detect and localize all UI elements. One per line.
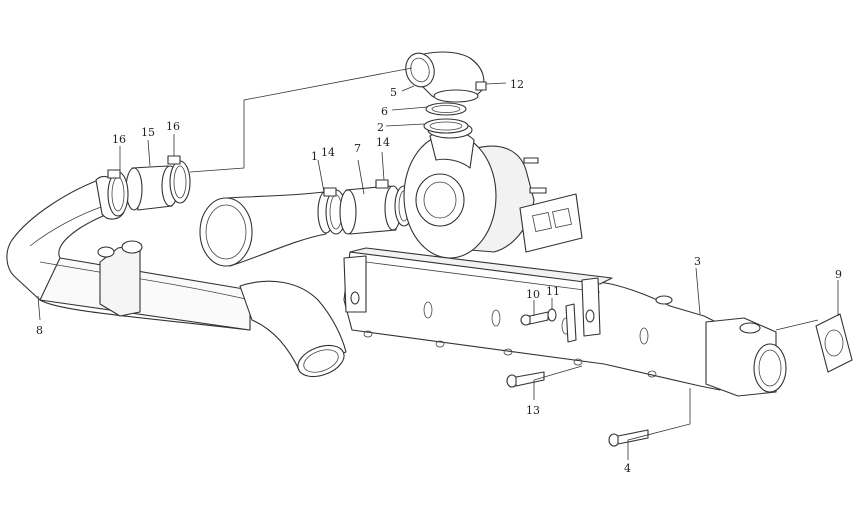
stud-plate: [565, 303, 577, 343]
turbocharger: [403, 121, 583, 259]
callout-3: 3: [694, 255, 701, 268]
callout-1: 1: [311, 150, 318, 163]
part-16-clamp-left: [107, 169, 129, 217]
part-13-bolt: [506, 371, 545, 388]
leader-lines: [37, 67, 839, 460]
callout-7: 7: [354, 142, 361, 155]
part-3-manifold: [343, 247, 787, 397]
callout-16-left: 16: [112, 133, 126, 146]
callout-6: 6: [381, 105, 388, 118]
callout-2: 2: [377, 121, 384, 134]
part-16-clamp-right: [167, 155, 191, 204]
part-11-washer: [547, 308, 557, 322]
part-8-intake-pipe: [6, 175, 347, 378]
part-4-bolt: [608, 429, 649, 447]
part-12-clamp: [475, 81, 487, 91]
part-2-seal-ring: [423, 118, 469, 134]
part-7-hose: [339, 185, 402, 235]
callout-15: 15: [141, 126, 155, 139]
callout-14-right: 14: [376, 136, 390, 149]
callout-labels: 1 2 3 4 5 6 7 8 9 10 11 12 13 14 14 15 1…: [36, 78, 842, 475]
part-1-reducer-hose: [199, 190, 335, 267]
part-9-gasket: [815, 313, 853, 373]
callout-14-left: 14: [321, 146, 335, 159]
callout-13: 13: [526, 404, 540, 417]
callout-5: 5: [390, 86, 397, 99]
callout-12: 12: [510, 78, 524, 91]
callout-11: 11: [546, 285, 560, 298]
callout-10: 10: [526, 288, 540, 301]
part-6-gasket: [425, 102, 467, 116]
callout-16-right: 16: [166, 120, 180, 133]
part-10-bolt: [520, 311, 549, 326]
callout-8: 8: [36, 324, 43, 337]
callout-4: 4: [624, 462, 631, 475]
callout-9: 9: [835, 268, 842, 281]
part-5-elbow: [405, 51, 485, 103]
